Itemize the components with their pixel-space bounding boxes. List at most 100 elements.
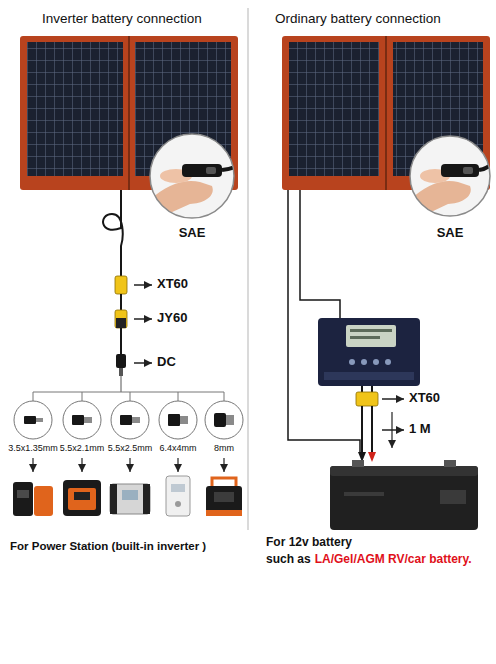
battery-cables-part — [371, 406, 373, 452]
caption-text: such as — [266, 553, 311, 567]
battery-cables-part — [361, 386, 363, 392]
sae-magnifier-part — [150, 134, 234, 218]
branch-lines-part — [33, 392, 224, 401]
plug-tip-icons-part-part — [226, 415, 234, 425]
battery-cables-part — [368, 452, 376, 462]
charge-controller-part — [350, 336, 380, 339]
charge-controller-part — [324, 372, 414, 380]
power-station-icons-part-part — [206, 510, 242, 516]
power-station-icons-part-part — [17, 490, 29, 498]
power-station-icons-part-part — [143, 484, 150, 514]
branch-lines — [33, 392, 224, 401]
caption-text: For 12v battery — [266, 536, 352, 550]
cable-chain-part — [134, 362, 152, 364]
charge-controller-part — [373, 359, 379, 365]
battery-cables — [356, 386, 404, 462]
caption-text: For Power Station (built-in inverter ) — [10, 540, 206, 553]
cable-chain-part — [115, 276, 127, 294]
down-arrows — [33, 458, 224, 472]
cable-chain-part — [103, 190, 123, 276]
plug-tip-icons-part-part — [111, 401, 149, 439]
controller-wiring-part — [300, 190, 340, 318]
plug-tip-icons-part-part — [214, 413, 226, 427]
cable-chain-part — [134, 284, 152, 286]
lead-acid-battery — [330, 460, 478, 530]
cable-length: 1 M — [409, 422, 431, 437]
plug-tip-icons-part-part — [132, 417, 140, 423]
section-heading: Inverter battery connection — [42, 11, 202, 27]
plug-tip-icons-part — [205, 401, 243, 439]
connector-name: XT60 — [157, 277, 188, 292]
plug-tip-icons-part-part — [63, 401, 101, 439]
solar-panel — [20, 36, 238, 190]
power-station-icons-part-part — [63, 480, 101, 516]
lead-acid-battery-part — [330, 466, 478, 476]
charge-controller-part — [350, 329, 392, 332]
sae-magnifier-part-part — [222, 150, 250, 170]
plug-tip-icons-part-part — [168, 414, 180, 426]
sae-magnifier — [150, 134, 250, 222]
caption-text: LA/Gel/AGM RV/car battery. — [315, 553, 472, 567]
plug-size: 6.4x4mm — [159, 443, 196, 453]
plug-tip-icons-part-part — [14, 401, 52, 439]
sae-magnifier-part — [150, 150, 250, 222]
sae-magnifier-part-part — [182, 164, 222, 177]
battery-cables-part — [371, 386, 373, 392]
connector-name: SAE — [179, 226, 206, 241]
solar-panel-part — [282, 36, 490, 190]
branch-lines-part — [33, 392, 224, 393]
plug-size: 3.5x1.35mm — [8, 443, 58, 453]
solar-panel-part — [289, 42, 379, 176]
solar-panel — [282, 36, 490, 190]
sae-magnifier-part — [150, 134, 234, 218]
power-station-icons-part-part — [68, 488, 96, 510]
power-station-icons-part-part — [110, 484, 117, 514]
plug-tip-icons-part — [159, 401, 197, 439]
battery-cables-part — [382, 429, 404, 431]
power-station-icons-part-part — [175, 501, 181, 507]
connector-name: JY60 — [157, 311, 187, 326]
plug-tip-icons-part-part — [24, 416, 36, 424]
battery-cables-part — [391, 412, 392, 448]
lead-acid-battery-part — [440, 490, 466, 504]
cable-chain-part — [116, 354, 126, 368]
solar-panel-part — [20, 36, 238, 190]
solar-panel-part — [385, 36, 387, 190]
power-station-icons-part-part — [74, 492, 90, 500]
power-station-icons-part-part — [171, 484, 185, 492]
down-arrows-part — [223, 458, 224, 472]
plug-tip-icons-part — [14, 401, 52, 439]
sae-magnifier-part-part — [441, 164, 479, 177]
down-arrows-part — [32, 458, 33, 472]
solar-panel-part — [27, 42, 123, 176]
connector-name: DC — [157, 355, 176, 370]
cable-chain-part — [119, 368, 123, 376]
cable-chain-part — [121, 376, 122, 392]
power-station-icons-part — [166, 476, 190, 516]
plug-size: 8mm — [214, 443, 234, 453]
power-station-icons-part-part — [206, 486, 242, 516]
sae-magnifier-part-part — [206, 167, 216, 174]
plug-tip-icons-part-part — [120, 415, 132, 425]
battery-cables-part — [361, 406, 363, 452]
power-station-icons-part — [63, 480, 101, 516]
power-station-icons-part-part — [13, 482, 33, 516]
sae-magnifier — [410, 136, 496, 222]
sae-magnifier-part-part — [463, 167, 473, 174]
plug-tip-icons-part — [111, 401, 149, 439]
plug-size: 5.5x2.5mm — [108, 443, 153, 453]
cable-chain-part — [134, 318, 152, 320]
charge-controller-part — [346, 325, 396, 347]
power-station-icons-part-part — [166, 476, 190, 516]
plug-tip-icons-part-part — [205, 401, 243, 439]
solar-panel-part — [128, 36, 130, 190]
connector-name: XT60 — [409, 391, 440, 406]
plug-tip-icons-part-part — [36, 418, 43, 422]
power-station-icons-part-part — [214, 492, 234, 502]
plug-tip-icons — [14, 401, 243, 439]
sae-magnifier-part — [410, 150, 496, 222]
cable-chain — [103, 190, 152, 392]
battery-cables-part — [382, 398, 404, 400]
connector-name: SAE — [437, 226, 464, 241]
